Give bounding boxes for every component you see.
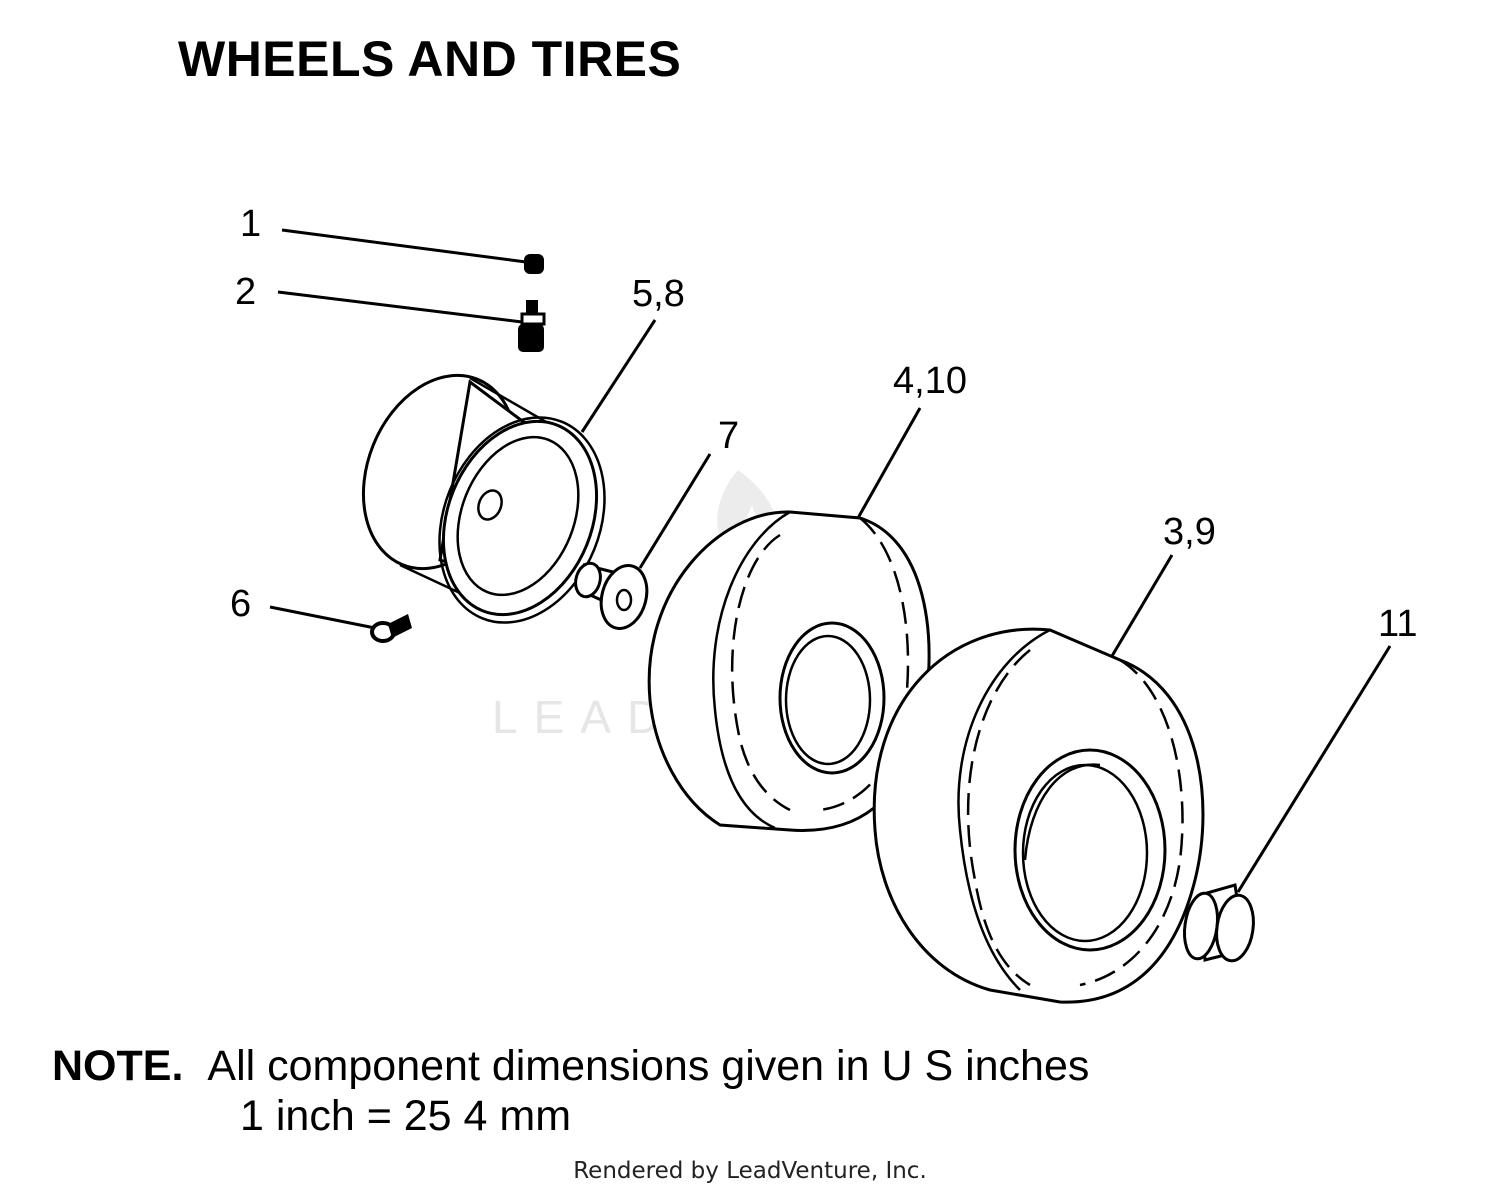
note-line-1: All component dimensions given in U S in… <box>207 1042 1090 1090</box>
bushing <box>574 561 649 630</box>
leader-4-10 <box>856 407 922 519</box>
valve-cap <box>524 254 544 274</box>
note: NOTE. All component dimensions given in U… <box>52 1042 1089 1091</box>
callout-3-9: 3,9 <box>1163 511 1216 553</box>
note-label: NOTE. <box>52 1042 184 1090</box>
leader-5-8 <box>580 319 657 433</box>
callout-7: 7 <box>718 415 739 457</box>
screw <box>370 614 412 643</box>
leader-7 <box>638 453 712 569</box>
hub-cap <box>1183 883 1255 963</box>
callout-1: 1 <box>240 203 261 245</box>
leader-11 <box>1236 645 1392 893</box>
callout-2: 2 <box>235 271 256 313</box>
callout-11: 11 <box>1378 603 1417 645</box>
leader-1 <box>281 228 527 264</box>
leader-3-9 <box>1110 554 1174 657</box>
footer-credit: Rendered by LeadVenture, Inc. <box>573 1158 927 1184</box>
valve-stem <box>518 300 546 352</box>
callout-5-8: 5,8 <box>632 273 685 315</box>
leader-6 <box>269 605 376 630</box>
wheel-rim <box>361 373 606 624</box>
callout-6: 6 <box>230 583 251 625</box>
leader-2 <box>277 290 523 324</box>
tire-rear <box>872 627 1205 1004</box>
callout-4-10: 4,10 <box>893 360 967 402</box>
page-title: WHEELS AND TIRES <box>178 31 682 87</box>
note-line-2: 1 inch = 25 4 mm <box>240 1092 572 1140</box>
leader-lines <box>269 228 1392 893</box>
tire-front <box>647 510 931 832</box>
